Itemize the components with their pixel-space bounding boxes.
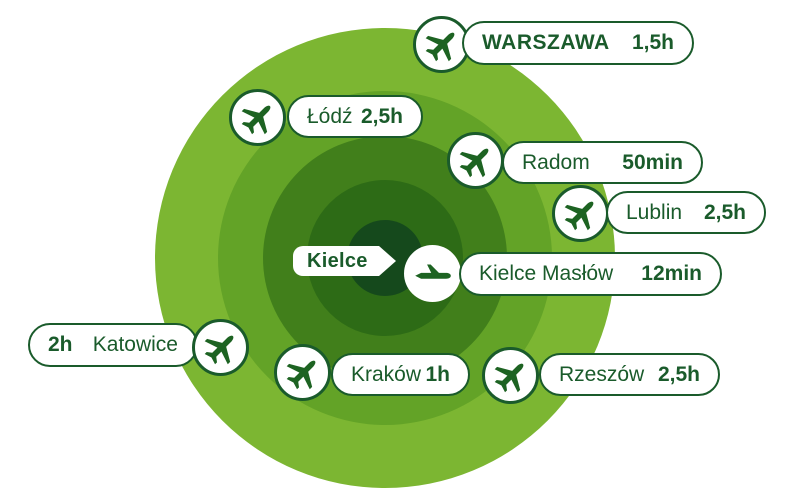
city-name: Radom: [522, 150, 590, 174]
airplane-icon: [413, 16, 470, 73]
travel-time: 1,5h: [631, 31, 674, 54]
city-name: Łódź: [307, 104, 353, 128]
city-name: WARSZAWA: [482, 31, 610, 54]
travel-time: 50min: [622, 150, 683, 174]
travel-time: 1h: [425, 362, 450, 386]
city-name: Katowice: [92, 333, 178, 356]
city-name: Kraków: [351, 362, 422, 386]
airplane-icon: [447, 132, 504, 189]
airplane-icon: [482, 347, 539, 404]
label-krakow: Kraków 1h: [331, 353, 470, 396]
city-name: Kielce Masłów: [479, 262, 614, 285]
airplane-icon: [552, 185, 609, 242]
label-rzeszow: Rzeszów 2,5h: [539, 353, 720, 396]
label-katowice: 2h Katowice: [28, 323, 198, 367]
city-name: Rzeszów: [559, 362, 645, 386]
center-city-tag: Kielce: [293, 246, 396, 276]
travel-time: 12min: [641, 262, 702, 285]
label-radom: Radom 50min: [502, 141, 703, 184]
label-lublin: Lublin 2,5h: [606, 191, 766, 234]
label-warszawa: WARSZAWA 1,5h: [462, 21, 694, 65]
center-city-label: Kielce: [307, 249, 368, 272]
label-lodz: Łódź 2,5h: [287, 95, 423, 138]
travel-time: 2,5h: [703, 200, 746, 224]
travel-time: 2h: [48, 333, 73, 356]
airplane-icon: [192, 319, 249, 376]
city-name: Lublin: [626, 200, 683, 224]
travel-time: 2,5h: [360, 104, 403, 128]
airplane-icon: [229, 89, 286, 146]
airplane-side-icon: [404, 245, 461, 302]
travel-time: 2,5h: [657, 362, 700, 386]
airplane-icon: [274, 344, 331, 401]
label-kielce-maslow: Kielce Masłów 12min: [459, 252, 722, 296]
